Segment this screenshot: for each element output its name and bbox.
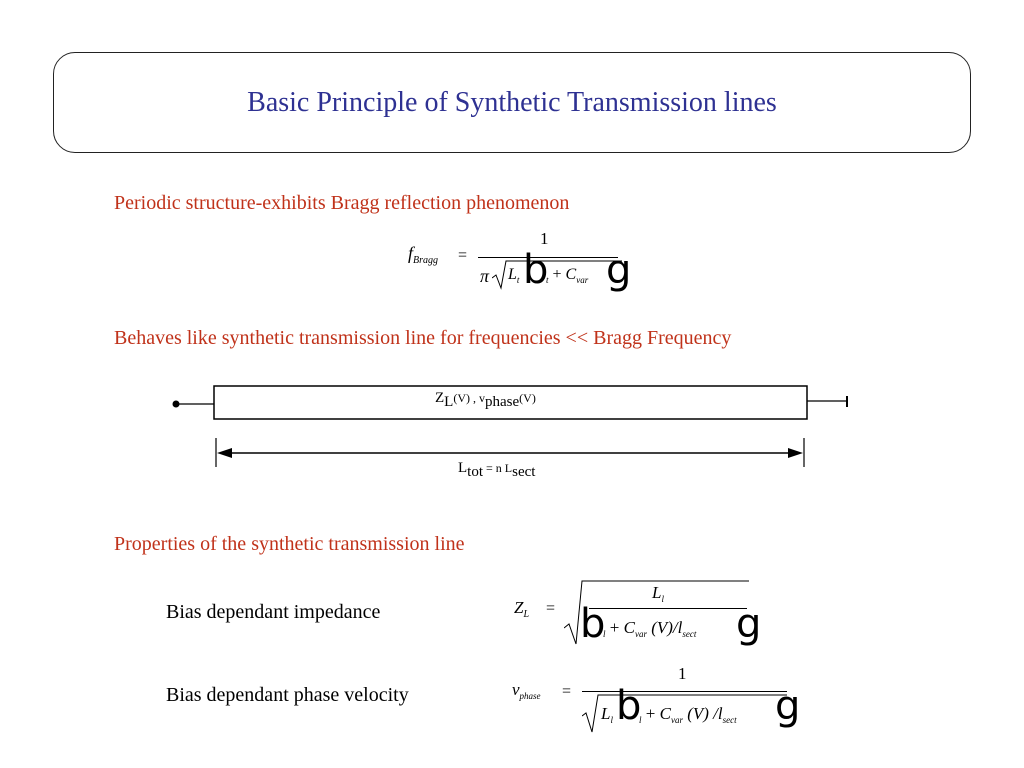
velocity-lhs-sub: phase [519,691,541,701]
impedance-C: C [623,618,635,637]
impedance-equals: = [546,600,556,617]
bragg-glyph-open: b [523,247,549,293]
velocity-equation: vphase = 1 Ll b l + Cvar (V) /lsect g [512,664,801,744]
impedance-glyph-close: g [736,601,762,647]
title-box: Basic Principle of Synthetic Transmissio… [53,52,971,153]
velocity-numerator: 1 [678,664,687,683]
bragg-fraction-bar [478,257,618,258]
bragg-equation: fBragg = 1 π Lt b t + Cvar g [408,228,632,298]
properties-heading: Properties of the synthetic transmission… [114,533,465,555]
bragg-sqrt-sign [492,260,622,290]
bragg-C: C [565,266,577,283]
bragg-lhs: f [408,243,414,263]
velocity-arg: (V) / [687,704,718,723]
impedance-fraction-bar [589,608,747,609]
bragg-heading: Periodic structure-exhibits Bragg reflec… [114,192,570,214]
velocity-L-sub: l [610,715,613,725]
velocity-l-sect-sub: sect [722,715,737,725]
velocity-equals: = [562,683,572,700]
bragg-numerator: 1 [540,229,549,248]
impedance-numerator-sub: l [661,594,664,604]
bragg-lhs-sub: Bragg [413,255,439,266]
bragg-L-sub: t [516,275,520,285]
velocity-C: C [659,704,671,723]
impedance-lhs-sub: L [523,609,530,620]
velocity-glyph-open: b [616,683,642,729]
bragg-L: L [508,266,517,283]
velocity-l-sub: l [639,715,642,725]
impedance-equation: ZL = Ll b l + Cvar (V)/lsect g [514,578,764,648]
velocity-lhs: v [512,680,520,699]
velocity-label: Bias dependant phase velocity [166,684,409,706]
impedance-arg: (V)/ [651,618,678,637]
velocity-fraction-bar [582,691,787,692]
impedance-label: Bias dependant impedance [166,601,381,623]
velocity-l: l [717,704,723,723]
velocity-L: L [601,704,611,723]
length-arrowhead-left [217,448,232,458]
bragg-l-sub: t [546,275,549,285]
bragg-equals: = [458,247,468,264]
length-arrowhead-right [788,448,803,458]
impedance-l: l [677,618,683,637]
impedance-C-sub: var [634,629,647,639]
impedance-l-sect-sub: sect [682,629,697,639]
impedance-lhs: Z [514,598,524,617]
total-length-label: Ltot = n Lsect [458,460,536,480]
bragg-pi: π [480,266,490,286]
line-section-box [213,385,808,420]
slide-title: Basic Principle of Synthetic Transmissio… [247,86,777,118]
velocity-C-sub: var [670,715,683,725]
bragg-C-sub: var [576,275,589,285]
velocity-sqrt-sign [582,694,787,733]
line-parameters-label: ZL(V) , vphase(V) [435,390,536,410]
impedance-glyph-open: b [580,601,606,647]
bragg-plus: + [552,266,562,283]
impedance-numerator: L [652,583,662,602]
velocity-plus: + [645,704,656,723]
velocity-glyph-close: g [775,683,801,729]
synthetic-heading: Behaves like synthetic transmission line… [114,327,732,349]
bragg-glyph-close: g [606,247,632,293]
impedance-sqrt-sign [564,580,749,645]
impedance-l-sub: l [603,629,606,639]
impedance-plus: + [609,618,620,637]
